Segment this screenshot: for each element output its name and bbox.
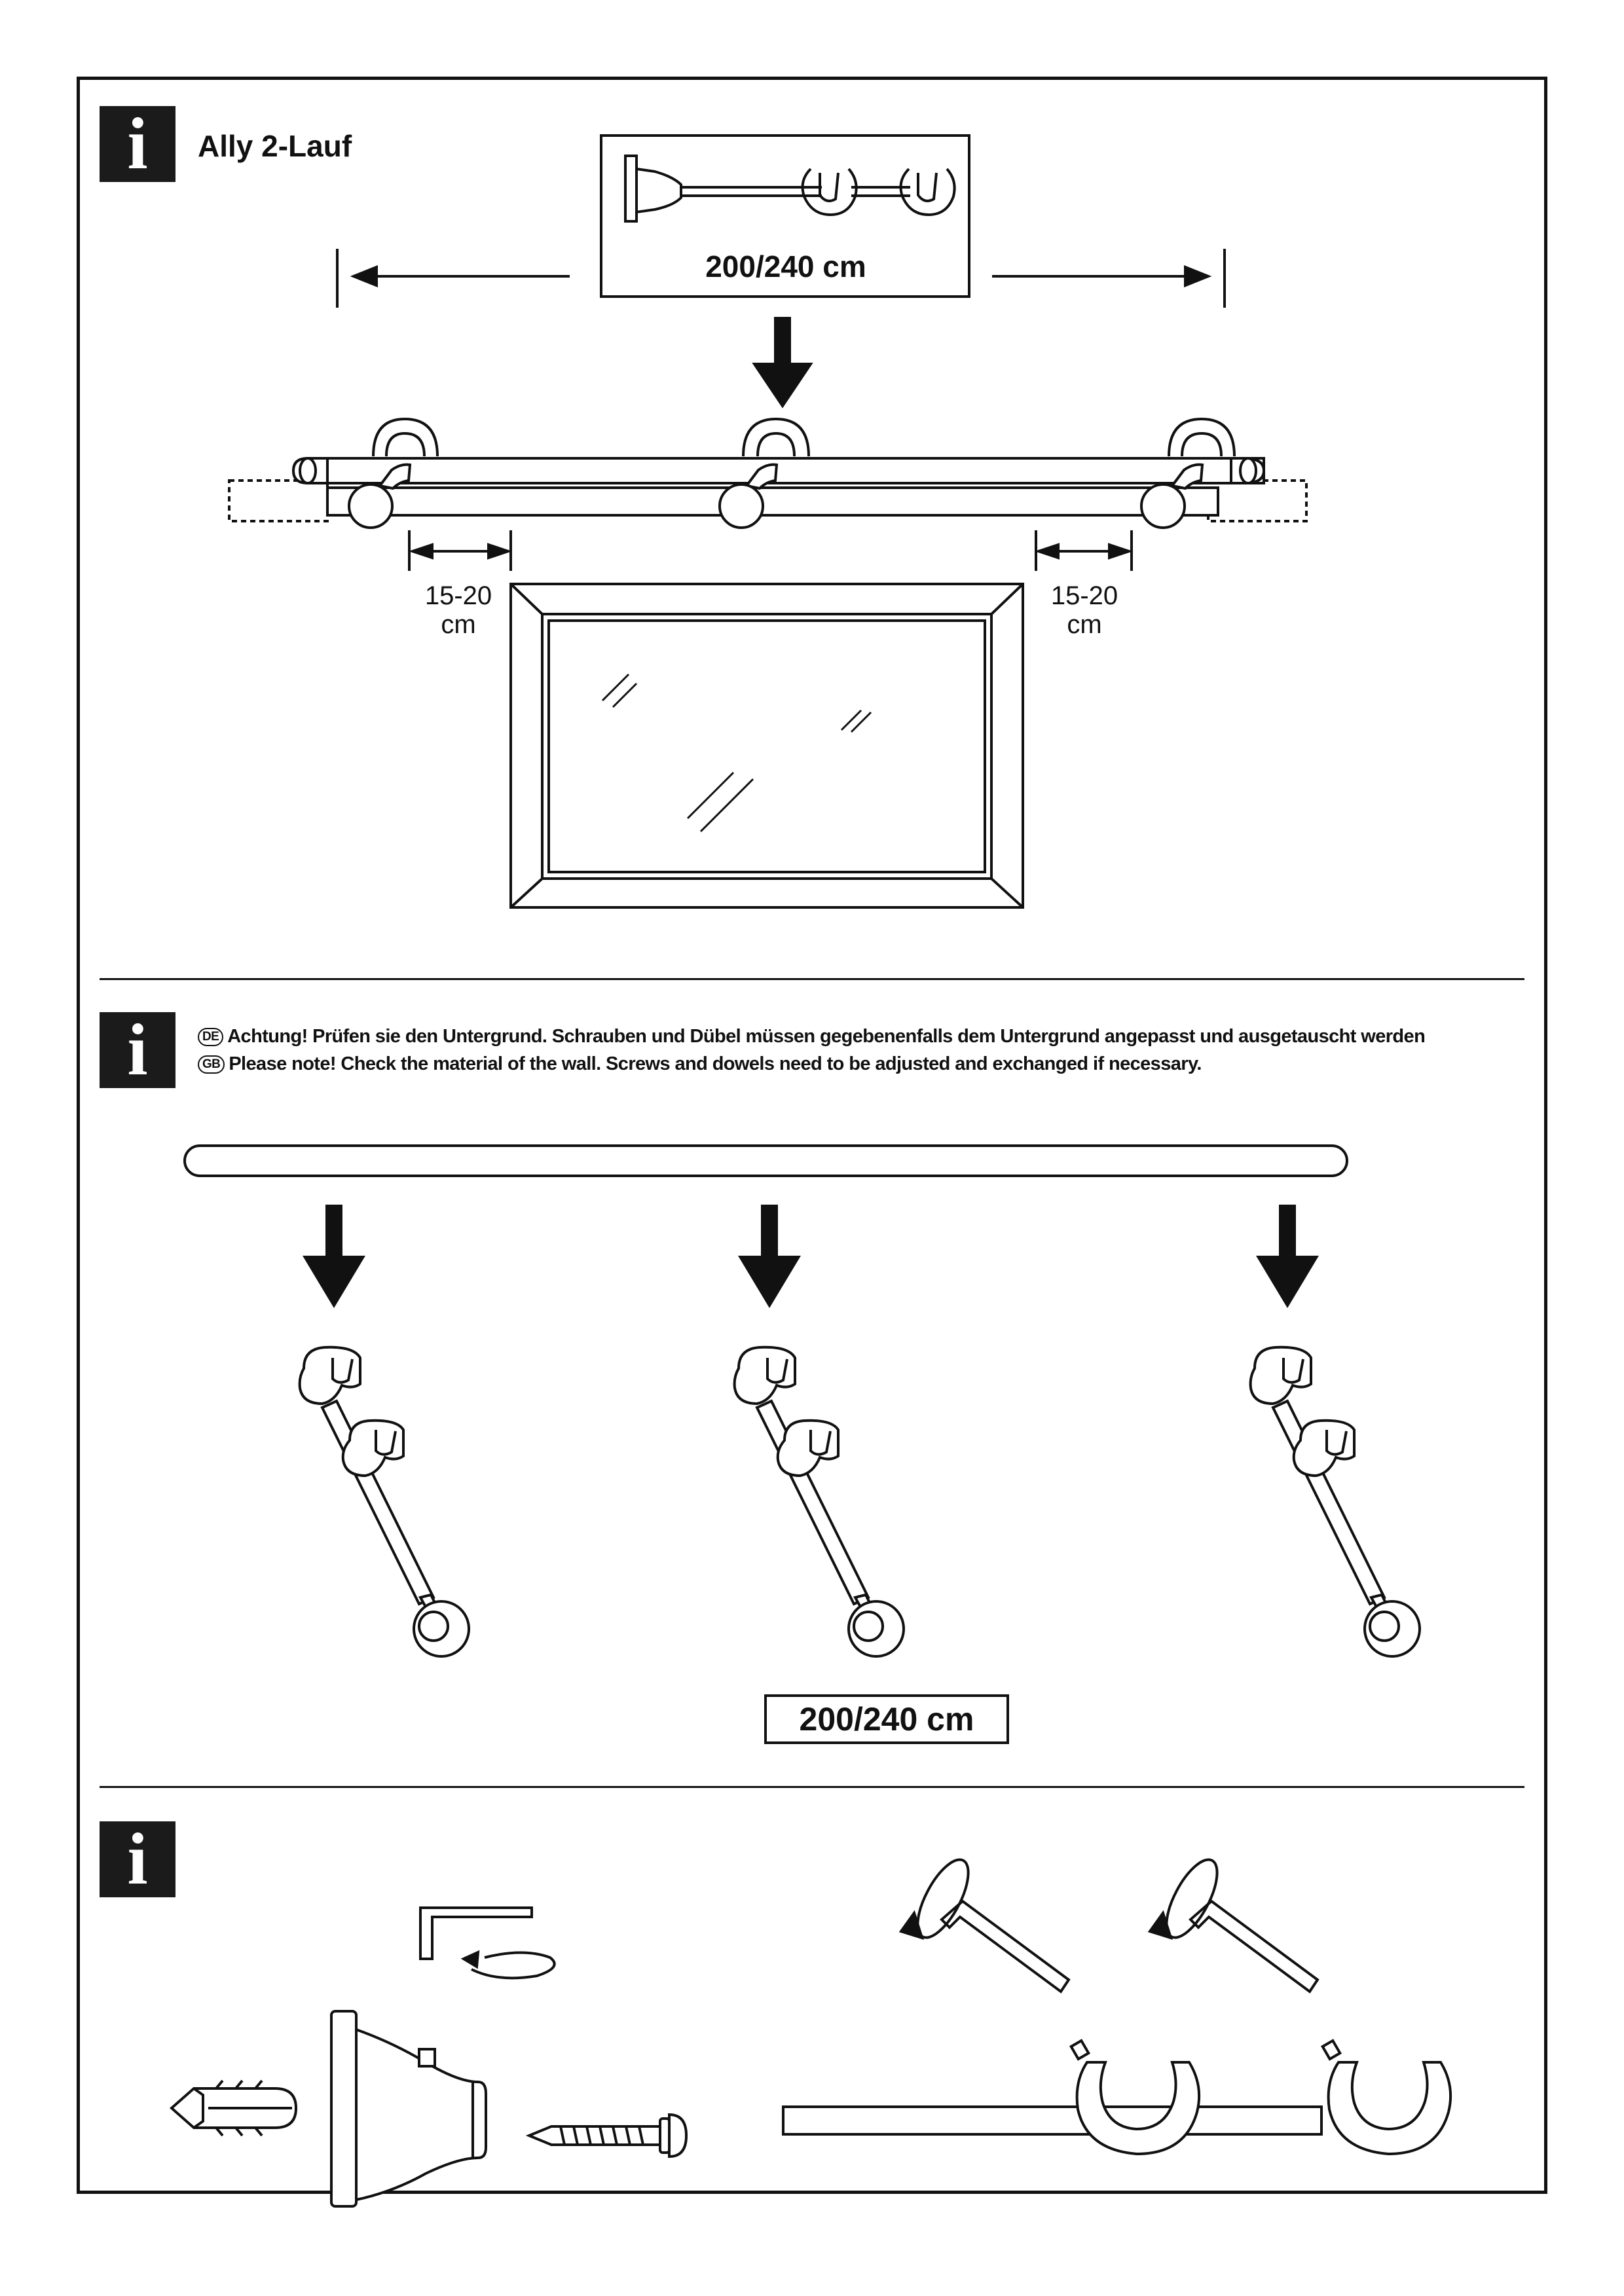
rod-icon: [183, 1144, 1348, 1177]
notice-gb: Please note! Check the material of the w…: [229, 1053, 1202, 1074]
notice-de: Achtung! Prüfen sie den Untergrund. Schr…: [227, 1026, 1426, 1047]
dowel-icon: [169, 2079, 298, 2137]
lang-badge-de: DE: [198, 1028, 224, 1046]
info-icon: i: [100, 1821, 175, 1897]
section-divider: [100, 1786, 1524, 1788]
info-icon: i: [100, 106, 175, 182]
page-frame: [77, 77, 1547, 2194]
product-box: [600, 134, 970, 298]
wall-plate-icon: [330, 2010, 487, 2208]
screw-icon: [525, 2113, 688, 2159]
lang-badge-gb: GB: [198, 1055, 225, 1074]
window-icon: [509, 583, 1024, 909]
section-divider: [100, 978, 1524, 980]
section-title: Ally 2-Lauf: [198, 129, 352, 163]
gap-label-right: 15-20 cm: [1050, 581, 1118, 639]
info-icon: i: [100, 1012, 175, 1088]
rod-with-rings-icon: [782, 1899, 1452, 2156]
width-label: 200/240 cm: [705, 249, 866, 283]
gap-label-left: 15-20 cm: [424, 581, 492, 639]
width-label-boxed: 200/240 cm: [764, 1694, 1009, 1744]
allen-key-icon: [419, 1906, 533, 1960]
